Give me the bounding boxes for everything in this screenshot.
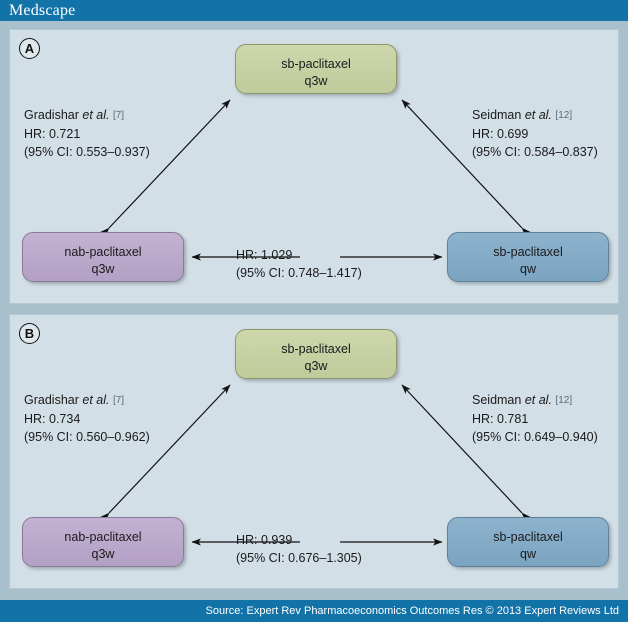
panel-b: B sb-paclitaxel q3w nab-paclitaxel q3w s… [9, 314, 619, 589]
study-etal: et al. [82, 393, 110, 407]
node-label-line2: q3w [91, 262, 115, 276]
node-label-line2: qw [520, 262, 536, 276]
node-label-line1: sb-paclitaxel [493, 530, 563, 544]
node-nab-paclitaxel-q3w[interactable]: nab-paclitaxel q3w [22, 232, 184, 282]
medscape-footer-bar: Source: Expert Rev Pharmacoeconomics Out… [0, 600, 628, 622]
node-label-line1: nab-paclitaxel [64, 245, 142, 259]
panel-a: A sb-paclitaxel q3w nab-paclitaxel q3w s… [9, 29, 619, 304]
node-sb-paclitaxel-qw[interactable]: sb-paclitaxel qw [447, 517, 609, 567]
study-author: Gradishar [24, 393, 79, 407]
node-label-line1: sb-paclitaxel [281, 342, 351, 356]
medscape-header-bar: Medscape [0, 0, 628, 21]
study-etal: et al. [524, 108, 552, 122]
node-label-line2: q3w [91, 547, 115, 561]
source-attribution: Source: Expert Rev Pharmacoeconomics Out… [205, 605, 619, 617]
medscape-logo: Medscape [9, 2, 76, 19]
edge-study-citation: Seidman et al. [12] [472, 391, 598, 410]
edge-confidence-interval: (95% CI: 0.553–0.937) [24, 145, 150, 159]
node-sb-paclitaxel-q3w[interactable]: sb-paclitaxel q3w [235, 329, 397, 379]
study-author: Gradishar [24, 108, 79, 122]
edge-confidence-interval: (95% CI: 0.748–1.417) [236, 266, 362, 280]
edge-hazard-ratio: HR: 0.781 [472, 412, 529, 426]
edge-label-right: Seidman et al. [12] HR: 0.781 (95% CI: 0… [472, 391, 598, 446]
node-nab-paclitaxel-q3w[interactable]: nab-paclitaxel q3w [22, 517, 184, 567]
study-reference: [12] [555, 395, 573, 406]
node-label-line1: nab-paclitaxel [64, 530, 142, 544]
edge-label-left: Gradishar et al. [7] HR: 0.734 (95% CI: … [24, 391, 150, 446]
edge-confidence-interval: (95% CI: 0.584–0.837) [472, 145, 598, 159]
study-author: Seidman [472, 393, 522, 407]
node-sb-paclitaxel-q3w[interactable]: sb-paclitaxel q3w [235, 44, 397, 94]
edge-label-center: HR: 1.029 (95% CI: 0.748–1.417) [236, 246, 362, 282]
edge-hazard-ratio: HR: 1.029 [236, 248, 293, 262]
edge-label-right: Seidman et al. [12] HR: 0.699 (95% CI: 0… [472, 106, 598, 161]
node-sb-paclitaxel-qw[interactable]: sb-paclitaxel qw [447, 232, 609, 282]
study-reference: [7] [112, 110, 125, 121]
node-label-line2: q3w [304, 359, 328, 373]
study-author: Seidman [472, 108, 522, 122]
panel-a-marker: A [19, 38, 40, 59]
edge-hazard-ratio: HR: 0.939 [236, 533, 293, 547]
node-label-line1: sb-paclitaxel [493, 245, 563, 259]
edge-hazard-ratio: HR: 0.699 [472, 127, 529, 141]
node-label-line2: qw [520, 547, 536, 561]
node-label-line2: q3w [304, 74, 328, 88]
edge-study-citation: Seidman et al. [12] [472, 106, 598, 125]
edge-study-citation: Gradishar et al. [7] [24, 391, 150, 410]
edge-hazard-ratio: HR: 0.721 [24, 127, 81, 141]
edge-label-center: HR: 0.939 (95% CI: 0.676–1.305) [236, 531, 362, 567]
edge-confidence-interval: (95% CI: 0.560–0.962) [24, 430, 150, 444]
study-reference: [7] [112, 395, 125, 406]
edge-study-citation: Gradishar et al. [7] [24, 106, 150, 125]
edge-confidence-interval: (95% CI: 0.676–1.305) [236, 551, 362, 565]
panel-b-marker: B [19, 323, 40, 344]
study-reference: [12] [555, 110, 573, 121]
node-label-line1: sb-paclitaxel [281, 57, 351, 71]
edge-confidence-interval: (95% CI: 0.649–0.940) [472, 430, 598, 444]
edge-hazard-ratio: HR: 0.734 [24, 412, 81, 426]
study-etal: et al. [82, 108, 110, 122]
edge-label-left: Gradishar et al. [7] HR: 0.721 (95% CI: … [24, 106, 150, 161]
study-etal: et al. [524, 393, 552, 407]
